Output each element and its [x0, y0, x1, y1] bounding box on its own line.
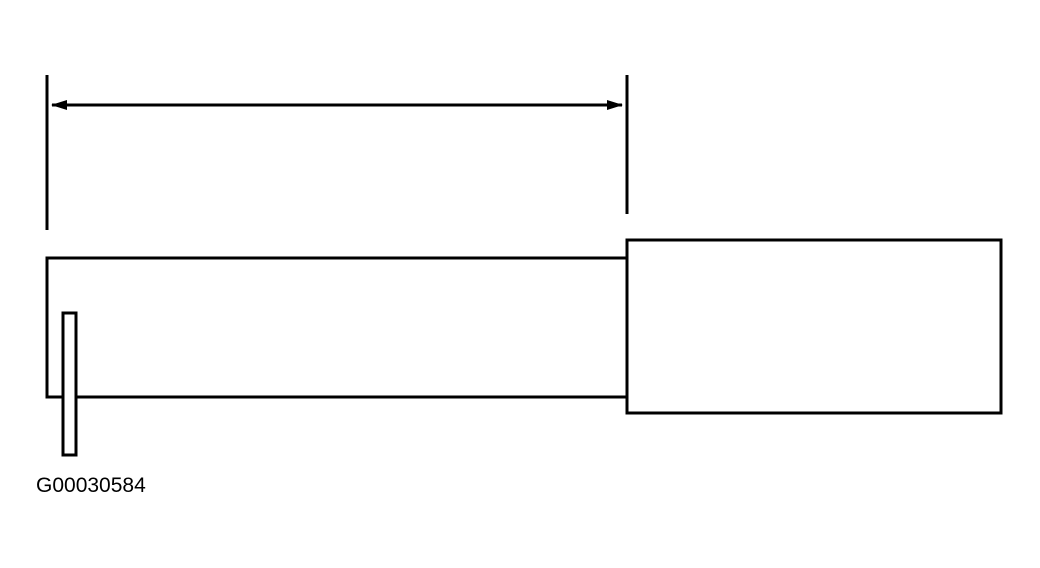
pin-head: [625, 238, 1003, 415]
pin-shaft: [45, 256, 627, 399]
figure-id-label: G00030584: [36, 474, 146, 497]
retaining-clip: [61, 311, 78, 457]
